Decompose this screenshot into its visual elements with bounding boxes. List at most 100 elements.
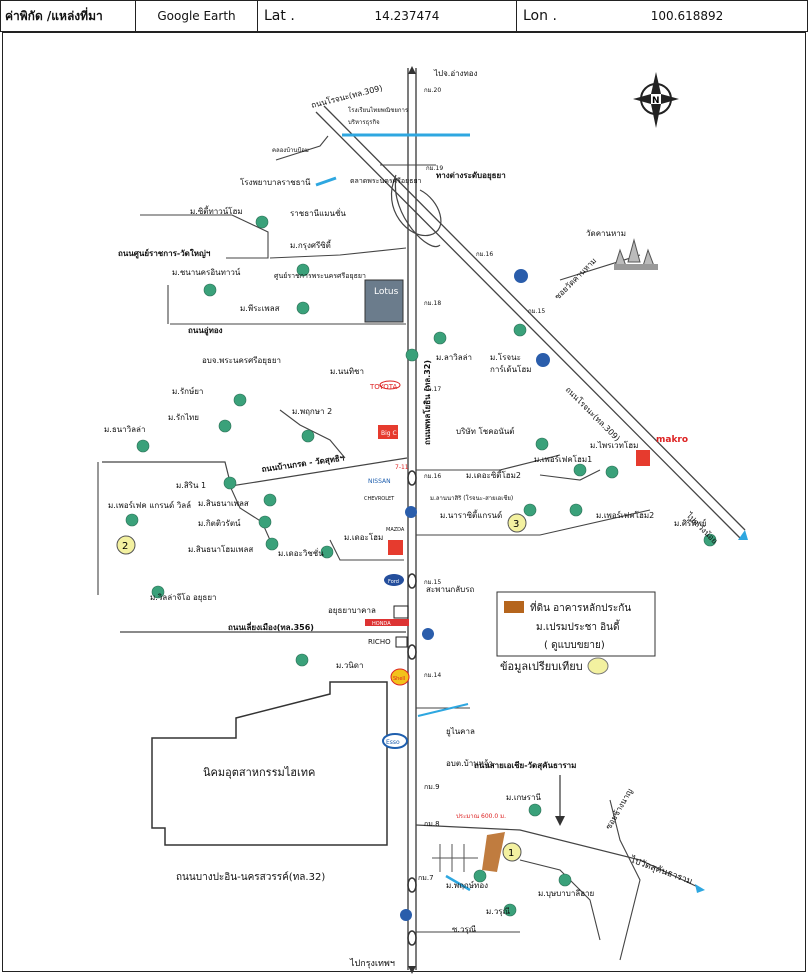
place-perfect-home1: ม.เพอร์เฟคโฮม1 xyxy=(534,454,592,464)
place-toyota: TOYOTA xyxy=(369,383,398,391)
wat-kan-road xyxy=(559,254,641,281)
compass-label: N xyxy=(652,96,660,106)
place-the-wish: ม.เดอะวิชชั่น xyxy=(278,547,324,558)
place-lanna: ม.ลานนาสิริ (โรจนะ-สายเอเชีย) xyxy=(430,494,513,502)
sunyarachakan-road xyxy=(269,247,407,259)
legend-subject-line2: ม.เปรมประชา อินดี้ xyxy=(536,619,621,633)
rojana-road-line-b xyxy=(323,105,746,531)
place-krung-sri: ม.กรุงศรีซิตี้ xyxy=(290,239,332,250)
lower-road-a xyxy=(519,859,601,941)
sunyarachakan-label: ถนนศูนย์ราชการ-วัดใหญ่ฯ xyxy=(118,248,211,259)
km-9: กม.9 xyxy=(424,783,440,791)
soi-chang-nan-label: ซอยช้างนาญ xyxy=(604,787,635,831)
side-road-a xyxy=(140,214,269,259)
place-mazda: MAZDA xyxy=(386,527,405,533)
chiang-muang-label: ถนนเลี่ยงเมือง(ทล.356) xyxy=(228,621,314,632)
place-rakyama: ม.รักษ์ยา xyxy=(172,386,203,396)
esso-link xyxy=(417,703,469,717)
place-bun-sap: ม.บุษบาบาลีอาย xyxy=(538,889,594,898)
arrow-north-icon xyxy=(408,66,416,74)
legend-subject-line1: ที่ดิน อาคารหลักประกัน xyxy=(530,600,631,614)
place-phruksa: ม.พฤกษา 2 xyxy=(292,407,332,416)
esso-logo xyxy=(382,733,408,749)
lower-road-b xyxy=(609,799,641,961)
place-hotel: โรงเรียนไทยพณิชยการ xyxy=(348,106,409,114)
km-16-rojana: กม.16 xyxy=(476,251,493,258)
marker-2 xyxy=(116,535,136,555)
expressway-label: ทางต่างระดับอยุธยา xyxy=(436,171,506,181)
place-ayutthaya-park: ตลาดพระนครศรีอยุธยา xyxy=(350,177,422,185)
canal-small xyxy=(315,176,337,187)
place-richo: RICHO xyxy=(368,638,391,646)
place-big-c: Big C xyxy=(381,430,397,437)
legend-comparison: ข้อมูลเปรียบเทียบ xyxy=(500,660,583,673)
marker-1-label: 1 xyxy=(508,848,514,859)
place-wat-kan-ham: วัดคานหาม xyxy=(586,229,626,238)
place-wanika: ม.วนิดา xyxy=(336,661,363,670)
place-makro: makro xyxy=(656,435,688,445)
place-chevrolet: CHEVROLET xyxy=(364,496,395,502)
place-shell: Shell xyxy=(393,676,405,682)
interchange-loop-b xyxy=(394,177,441,248)
place-sinthana-place: ม.สินธนาเพลส xyxy=(198,499,249,508)
side-road-e xyxy=(279,409,346,459)
u-turn-icons xyxy=(407,470,417,946)
place-nissan: NISSAN xyxy=(368,478,391,485)
lon-value: 100.618892 xyxy=(650,9,724,23)
rojana-lower-label: ถนนโรจนะ(ทล.309) xyxy=(564,384,623,443)
place-la-villa: ม.ลาวิลล่า xyxy=(436,353,472,362)
place-rojana-garden2: การ์เด้นโฮม xyxy=(490,364,531,374)
place-perfect-home2: ม.เพอร์เฟคโฮม2 xyxy=(596,510,654,520)
ban-krot-road xyxy=(102,457,408,487)
interchange-loop-a xyxy=(390,174,442,237)
sai-asia-label: ถนนสายเอเชีย-วัดสุคันธาราม xyxy=(474,760,576,771)
housing-icons xyxy=(125,215,717,917)
honda-strip xyxy=(365,619,409,626)
richo-box xyxy=(395,636,408,648)
km-15-rojana: กม.15 xyxy=(528,308,545,315)
toyota-logo xyxy=(379,380,401,390)
place-nakhon-in: ม.ชนานครอินทาวน์ xyxy=(172,267,241,277)
place-nonthicha: ม.นนทิชา xyxy=(330,367,364,376)
ban-krot-label: ถนนบ้านกรด - วัดสุทธิฯ xyxy=(261,452,345,475)
to-bangkok-label: ไปกรุงเทพฯ xyxy=(349,958,395,969)
place-bmt: อบจ.พระนครศรีอยุธยา xyxy=(202,356,281,365)
legend-subject-line3: ( ดูแบบขยาย) xyxy=(544,640,605,651)
place-u-thong-market: ยูไนคาล xyxy=(446,727,475,737)
arrow-south-icon xyxy=(408,966,416,974)
map-frame xyxy=(2,32,806,972)
soi-wat-kan-label: ซอยวัดคานหาม xyxy=(553,256,598,301)
lat-label: Lat . xyxy=(264,8,295,24)
ford-logo xyxy=(384,574,404,586)
place-sirin1: ม.สิริน 1 xyxy=(176,481,206,490)
east-road-c xyxy=(539,469,601,481)
khong-ban-label: คลองบ้านป้อม xyxy=(272,147,309,154)
industrial-estate-area xyxy=(151,681,388,846)
rojana-road-line-a xyxy=(315,111,741,539)
marker-3 xyxy=(507,513,527,533)
source-value: Google Earth xyxy=(136,1,258,31)
big-c-logo xyxy=(378,425,398,439)
place-honda: HONDA xyxy=(372,621,391,627)
place-puthasa: ม.พฤกษ์ทอง xyxy=(446,880,488,890)
km-15-main: กม.15 xyxy=(424,579,441,586)
arrow-wang-noi-icon xyxy=(738,530,748,540)
km-17: กม.17 xyxy=(424,386,441,393)
place-nikhom: นิคมอุตสาหกรรมไฮเทค xyxy=(203,766,315,779)
km-20: กม.20 xyxy=(424,87,441,94)
km-16-main: กม.16 xyxy=(424,473,441,480)
marker-3-label: 3 xyxy=(513,519,519,530)
soi-warun-label: ซ.วรุณี xyxy=(452,925,477,934)
shell-logo xyxy=(390,668,410,686)
header-bar: ค่าพิกัด /แหล่งที่มา Google Earth Lat . … xyxy=(0,0,808,32)
km-8: กม.8 xyxy=(424,820,440,828)
ayutthaya-market-box xyxy=(393,605,409,619)
place-city-town: ม.ซิตี้ทาวน์โฮม xyxy=(190,205,243,216)
road-rojana-top: ถนนโรจนะ(ทล.309) xyxy=(310,83,383,110)
honda-box-icon xyxy=(388,540,403,555)
place-ford: Ford xyxy=(388,579,399,585)
bangpa-in-label: ถนนบางปะอิน-นครสวรรค์(ทล.32) xyxy=(176,871,325,883)
khlong-ban-road xyxy=(275,135,329,161)
subject-grid xyxy=(432,844,478,872)
place-rak-thai: ม.รักไทย xyxy=(168,413,199,422)
